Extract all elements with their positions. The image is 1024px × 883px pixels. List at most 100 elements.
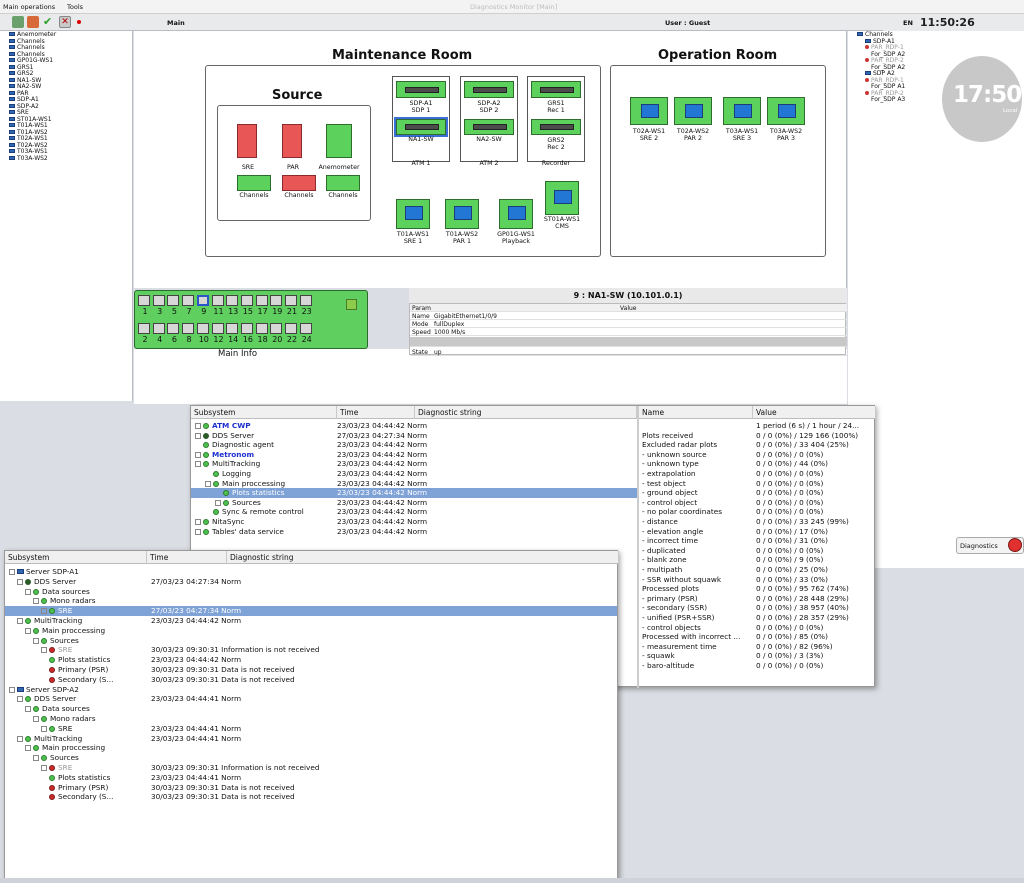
tree-item[interactable]: Channels [3,38,45,45]
tree-item[interactable]: T02A-WS1 [3,136,48,142]
tree-row[interactable]: Server SDP-A1 [9,567,79,577]
user-logout-icon[interactable] [27,16,39,28]
tree-row[interactable]: Sources [33,753,79,763]
expand-icon[interactable] [195,432,201,439]
switch-status-icon[interactable] [346,299,357,310]
switch-port-even[interactable] [270,323,283,334]
tree-item[interactable]: GP01G-WS1 [3,58,53,64]
gp01g-ws1-device[interactable] [499,199,533,229]
st01a-ws1-device[interactable] [545,181,579,215]
tree-row[interactable]: Plots statistics [215,488,284,498]
tree-row[interactable]: Sources [215,498,261,508]
switch-port-even[interactable] [285,323,297,334]
tree-row[interactable]: Sources [33,636,79,646]
diagnostics-button[interactable]: Diagnostics [956,537,1024,554]
channel-tree-item[interactable]: PAR_RDP-1 [865,45,904,51]
channel-tree-item[interactable]: For_SDP A2 [871,64,905,71]
expand-icon[interactable] [9,569,15,575]
expand-icon[interactable] [195,461,201,468]
expand-icon[interactable] [41,765,47,771]
tree-row[interactable]: Server SDP-A2 [9,685,79,695]
col2-time[interactable]: Time [147,551,227,564]
tree-item[interactable]: Channels [3,51,45,58]
expand-icon[interactable] [195,528,201,535]
channel-tree-item[interactable]: SDP-A1 [859,38,895,45]
tree-row[interactable]: Secondary (S... [49,675,113,685]
t02a-ws2-device[interactable] [674,97,712,125]
switch-port-even[interactable] [152,323,165,334]
tree-item[interactable]: SDP-A1 [3,97,39,103]
expand-icon[interactable] [195,519,201,525]
expand-icon[interactable] [9,686,15,693]
switch-port-odd[interactable] [182,295,195,306]
col2-subsystem[interactable]: Subsystem [5,551,147,564]
tree-item[interactable]: Anemometer [3,32,56,38]
col-value[interactable]: Value [753,406,876,419]
tree-row[interactable]: Data sources [25,587,90,597]
tree-row[interactable]: Secondary (S... [49,792,113,802]
col-subsystem[interactable]: Subsystem [191,406,337,419]
tree-item[interactable]: GRS1 [3,64,33,71]
expand-icon[interactable] [41,725,47,732]
switch-port-even[interactable] [182,323,195,334]
switch-port-odd[interactable] [285,295,297,306]
tree-item[interactable]: SRE [3,110,29,116]
expand-icon[interactable] [17,735,23,742]
col-diagnostic-string[interactable]: Diagnostic string [415,406,637,419]
tree-item[interactable]: T03A-WS2 [3,155,48,162]
switch-port-even[interactable] [299,323,312,334]
channel-tree-item[interactable]: For_SDP A1 [871,84,905,90]
t02a-ws1-device[interactable] [630,97,668,125]
tree-item[interactable]: SDP-A2 [3,103,39,110]
sdp-a1-device[interactable] [396,81,446,98]
switch-port-even[interactable] [226,323,239,334]
expand-icon[interactable] [195,451,201,458]
tree-item[interactable]: T02A-WS2 [3,142,48,149]
switch-port-odd[interactable] [226,295,239,306]
tree-row[interactable]: Plots statistics [49,655,110,665]
channels-1-device[interactable] [237,175,271,191]
switch-port-odd[interactable] [270,295,283,306]
expand-icon[interactable] [41,608,47,615]
tree-row[interactable]: Logging [205,469,251,479]
expand-icon[interactable] [17,578,23,585]
tree-item[interactable]: NA1-SW [3,77,41,84]
switch-port-even[interactable] [196,323,209,334]
tree-item[interactable]: T01A-WS1 [3,123,48,129]
tree-row[interactable]: Primary (PSR) [49,783,108,793]
tree-row[interactable]: Sync & remote control [205,507,304,517]
tree-row[interactable]: Main proccessing [25,743,105,753]
menu-main-operations[interactable]: Main operations [3,3,56,11]
menu-tools[interactable]: Tools [67,3,84,11]
tree-item[interactable]: PAR [3,90,29,97]
anemometer-device[interactable] [326,124,352,158]
expand-icon[interactable] [33,637,39,644]
tree-row[interactable]: DDS Server [195,431,254,441]
switch-port-odd[interactable] [240,295,253,306]
expand-icon[interactable] [205,480,211,487]
tree-item[interactable]: Channels [3,45,45,51]
expand-icon[interactable] [33,716,39,722]
expand-icon[interactable] [25,745,31,752]
channel-tree-item[interactable]: PAR_RDP-2 [865,90,904,97]
t01a-ws2-device[interactable] [445,199,479,229]
tree-row[interactable]: Main proccessing [25,626,105,636]
channel-tree-item[interactable]: SDP A2 [859,71,895,77]
check-icon[interactable]: ✔ [43,15,53,28]
tree-row[interactable]: SRE [41,763,72,773]
tree-row[interactable]: SRE [41,606,72,616]
tree-item[interactable]: T01A-WS2 [3,129,48,136]
na1-sw-device[interactable] [394,117,448,137]
switch-port-odd[interactable] [211,295,224,306]
tree-row[interactable]: Diagnostic agent [195,440,274,450]
tree-row[interactable]: MultiTracking [195,459,260,469]
expand-icon[interactable] [25,588,31,595]
tree-row[interactable]: ATM CWP [195,421,251,431]
grs2-device[interactable] [531,119,581,135]
expand-icon[interactable] [25,627,31,634]
switch-port-odd[interactable] [167,295,180,306]
tree-item[interactable]: NA2-SW [3,84,41,90]
t01a-ws1-device[interactable] [396,199,430,229]
col2-diagnostic-string[interactable]: Diagnostic string [227,551,619,564]
tree-row[interactable]: SRE [41,645,72,655]
